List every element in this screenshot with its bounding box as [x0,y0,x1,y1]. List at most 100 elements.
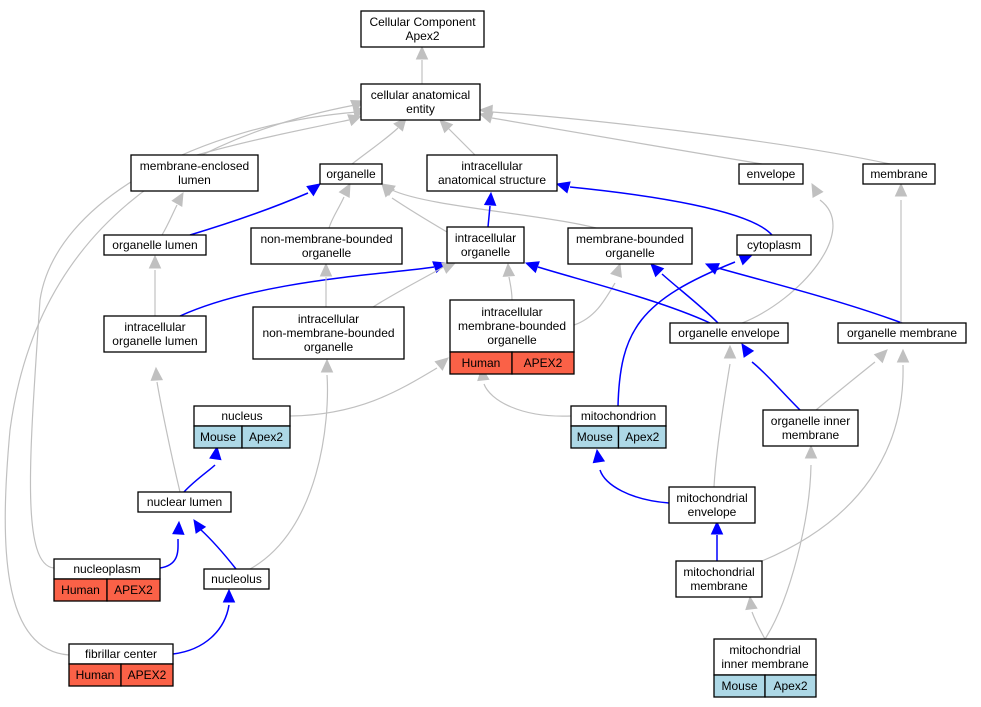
node-envelope[interactable]: envelope [738,163,804,185]
species-label: Mouse [577,430,613,444]
species-label: Human [76,668,115,682]
edge-inmbo-nmbo [319,262,333,307]
edge-nucleus-imbo-arrowhead [434,357,449,371]
gene-cell [106,578,161,602]
species-label: Mouse [721,679,757,693]
edge-io-ias-arrowhead [483,191,497,206]
node-label: organelle [304,340,354,354]
edge-nplasm-nlumen-line [159,538,179,569]
edge-nucleolus-inmbo [249,358,334,570]
edge-imbo-mbo-arrowhead [610,262,623,278]
node-label: non-membrane-bounded [260,232,392,246]
node-membrane[interactable]: membrane [862,163,936,185]
node-label: mitochondrion [581,409,656,423]
edge-oenv-io [524,261,711,324]
node-inmbo[interactable]: intracellularnon-membrane-boundedorganel… [252,306,405,360]
edge-oenv-mbo-line [661,273,719,324]
edge-mito-cyto-arrowhead [738,253,754,266]
node-box [360,10,485,48]
edge-mmem-omem-arrowhead [896,348,910,363]
node-label: membrane [690,579,748,593]
node-box [319,163,383,185]
edge-nplasm-cae-line [29,111,358,569]
edge-nmbo-organelle-line [328,196,345,229]
node-label: mitochondrial [683,565,754,579]
gene-cell [764,674,817,698]
node-label: inner membrane [721,657,809,671]
node-box [360,83,481,121]
edge-iol-olumen [148,254,162,316]
edge-olumen-mel [161,191,184,236]
gene-cell [241,425,291,449]
node-label: nucleoplasm [73,562,140,576]
edge-omem-membrane-arrowhead [894,182,908,197]
edge-nucleus-imbo [289,357,449,417]
node-box [137,491,232,513]
gene-label: Apex2 [625,430,659,444]
edge-nlumen-iol-arrowhead [150,366,164,381]
edge-fc-nucleolus-arrowhead [222,588,236,603]
node-box [668,486,756,524]
gene-cell [511,351,575,375]
edge-mmem-omem-line [761,364,904,562]
edge-envelope-cae-line [491,117,763,165]
edge-oenv-mbo [650,263,719,324]
node-nucleolus[interactable]: nucleolus [203,568,270,590]
node-label: nuclear lumen [147,495,222,509]
gene-label: Apex2 [773,679,807,693]
species-label: Human [61,583,100,597]
edge-cae-root-arrowhead [415,45,429,60]
edge-imbo-mbo-line [573,282,616,326]
edge-ias-cae [439,119,476,156]
node-cyto[interactable]: cytoplasm [736,234,812,256]
node-label: intracellular [455,231,516,245]
edge-fc-nucleolus-line [172,604,230,655]
edge-mbo-organelle-line [391,189,611,233]
node-label: mitochondrial [729,643,800,657]
node-nlumen[interactable]: nuclear lumen [137,491,232,513]
node-organelle[interactable]: organelle [319,163,383,185]
edge-olumen-organelle [189,183,321,236]
node-imbo[interactable]: intracellularmembrane-boundedorganelleHu… [449,299,575,375]
edge-imbo-mbo [573,262,623,326]
edge-nmbo-organelle [328,182,351,229]
edge-nucleus-imbo-line [289,367,438,417]
edge-menv-oenv-arrowhead [723,344,737,359]
edge-oim-omem-line [815,361,876,411]
edge-mmem-menv-arrowhead [710,520,724,535]
node-label: nucleolus [211,572,262,586]
edge-organelle-cae-line [351,127,399,165]
node-label: entity [406,102,435,116]
species-label: Mouse [200,430,236,444]
node-label: organelle [302,246,352,260]
node-omem[interactable]: organelle membrane [837,322,967,344]
node-label: Apex2 [405,29,439,43]
edge-oenv-envelope-arrowhead [811,182,824,198]
edge-mito-imbo-line [483,383,572,417]
node-label: fibrillar center [85,647,157,661]
gene-label: Apex2 [249,430,283,444]
node-oenv[interactable]: organelle envelope [669,322,789,344]
edge-nplasm-nlumen-arrowhead [172,520,185,535]
node-olumen[interactable]: organelle lumen [103,234,207,256]
edge-nucleolus-nlumen-arrowhead [193,519,207,534]
node-label: anatomical structure [438,173,546,187]
node-label: organelle [326,167,376,181]
